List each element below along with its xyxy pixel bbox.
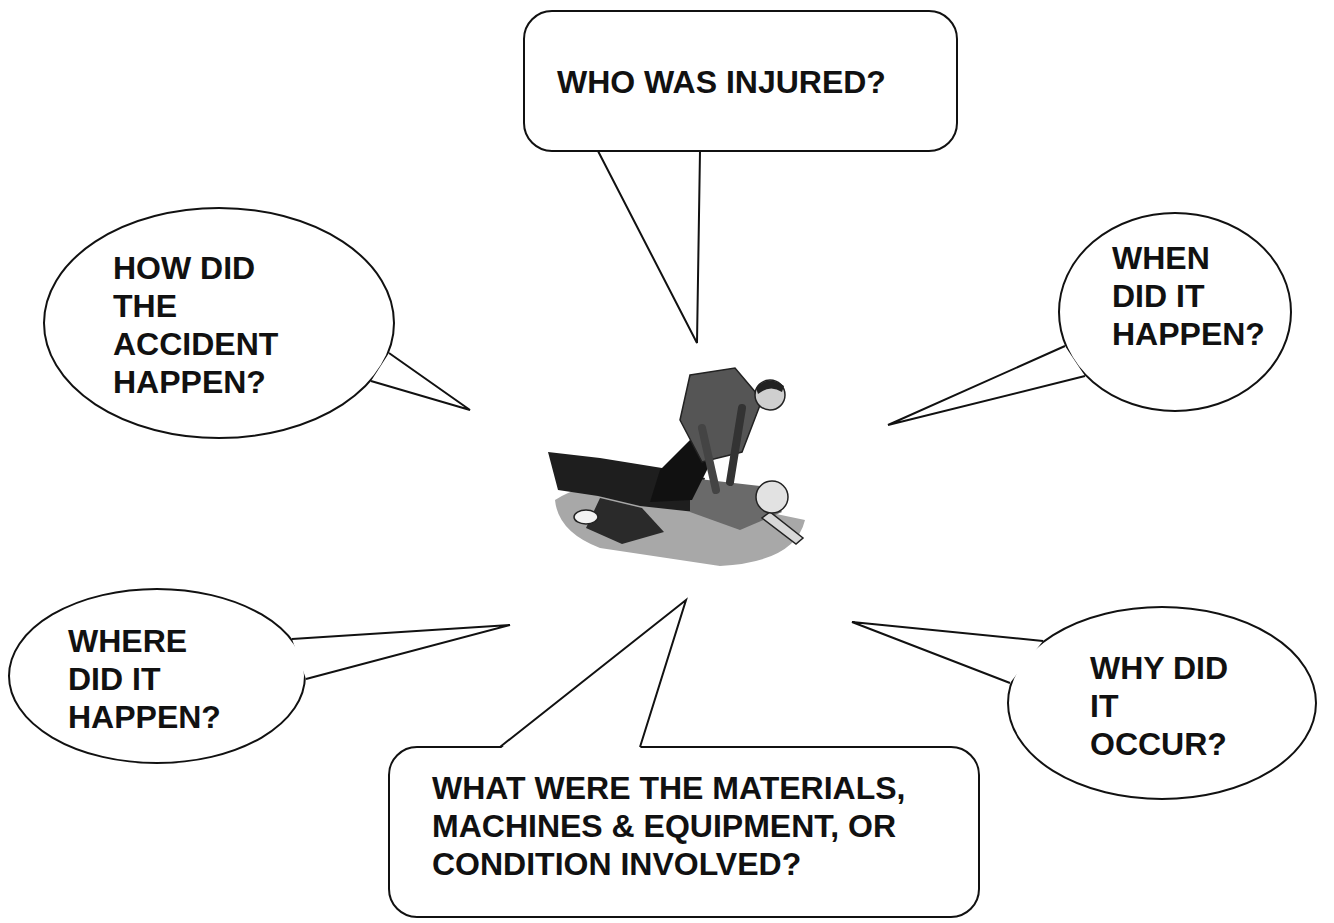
tail-cover — [852, 622, 1043, 683]
bubble-shape — [524, 11, 957, 151]
lying-person-arm — [762, 512, 803, 544]
tail-cover — [888, 346, 1085, 425]
bubble-text: WHERE DID IT HAPPEN? — [68, 622, 233, 736]
bubble-shape — [1059, 213, 1291, 411]
speech-bubble: HOW DID THE ACCIDENT HAPPEN? — [43, 207, 395, 439]
bubble-text: HOW DID THE ACCIDENT HAPPEN? — [113, 249, 293, 401]
bubble-shape — [9, 589, 305, 763]
bubble-outline — [43, 207, 395, 439]
speech-bubble: WHAT WERE THE MATERIALS, MACHINES & EQUI… — [388, 746, 980, 918]
lying-person-head — [756, 481, 788, 513]
tail-cover — [292, 625, 510, 679]
speech-bubble: WHY DID IT OCCUR? — [1007, 606, 1317, 800]
bubble-tail — [598, 151, 700, 343]
bubble-tail — [500, 600, 686, 747]
kneeling-person-arm — [730, 408, 742, 482]
speech-bubble: WHEN DID IT HAPPEN? — [1058, 212, 1292, 412]
bubble-shape — [389, 747, 979, 917]
tail-cover — [500, 600, 686, 749]
tail-cover — [371, 353, 470, 410]
bubble-text: WHO WAS INJURED? — [557, 63, 937, 101]
kneeling-person-head — [755, 380, 785, 410]
bubble-text: WHAT WERE THE MATERIALS, MACHINES & EQUI… — [432, 769, 932, 883]
bubble-shape — [44, 208, 394, 438]
bubble-tail — [852, 622, 1043, 683]
kneeling-person-hair — [756, 380, 784, 394]
kneeling-person-arm — [702, 428, 716, 490]
tail-cover — [598, 153, 700, 343]
bubble-tail — [888, 346, 1085, 425]
bubble-shape — [1008, 607, 1316, 799]
lying-person-leg — [586, 498, 664, 544]
bubble-tail — [371, 353, 470, 410]
kneeling-person-torso — [680, 368, 762, 462]
speech-bubble: WHERE DID IT HAPPEN? — [8, 588, 306, 764]
bubble-text: WHY DID IT OCCUR? — [1090, 649, 1250, 763]
bubble-text: WHEN DID IT HAPPEN? — [1112, 239, 1269, 353]
bare-foot — [574, 510, 598, 524]
bubble-tail — [292, 625, 510, 679]
bubble-outline — [1007, 606, 1317, 800]
speech-bubble: WHO WAS INJURED? — [523, 10, 958, 152]
